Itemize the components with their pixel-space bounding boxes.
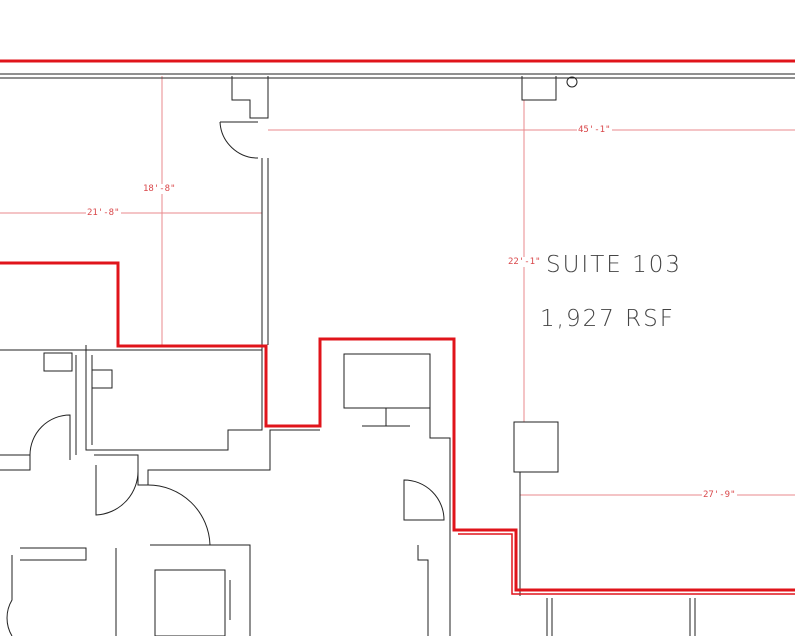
suite-area: 1,927 RSF bbox=[540, 306, 675, 332]
suite-boundary bbox=[0, 59, 795, 595]
dimension-lines bbox=[0, 76, 795, 496]
dimension-label: 21'-8" bbox=[86, 208, 121, 218]
suite-name: SUITE 103 bbox=[546, 252, 683, 278]
dimension-label: 27'-9" bbox=[702, 490, 737, 500]
dimension-label: 22'-1" bbox=[507, 257, 542, 267]
walls bbox=[0, 73, 795, 636]
dimension-label: 45'-1" bbox=[577, 125, 612, 135]
dimension-label: 18'-8" bbox=[142, 184, 177, 194]
